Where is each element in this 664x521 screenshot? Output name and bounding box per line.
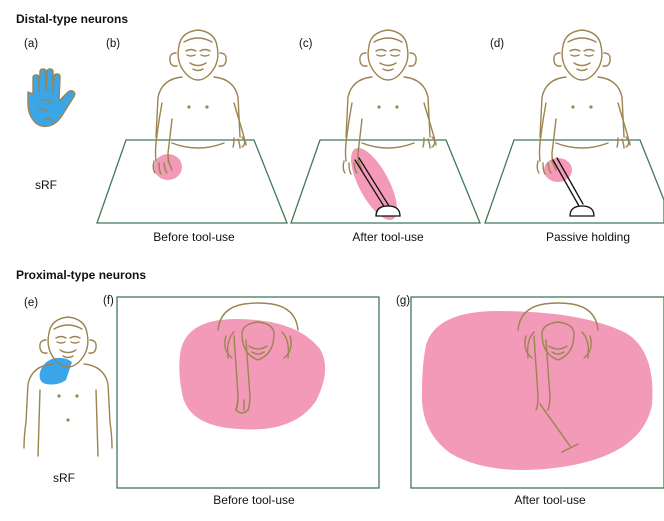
arm-f (233, 335, 251, 414)
panel-e-caption: sRF (53, 471, 75, 485)
table-b (96, 139, 288, 224)
monkey-b (152, 29, 247, 175)
shoulder-receptive-field (39, 357, 72, 385)
panel-d: (d) Passive holding (484, 29, 664, 244)
panel-b-caption: Before tool-use (153, 230, 235, 244)
panel-b: (b) Before tool-use (96, 29, 288, 244)
panel-f: (f) Before tool-use (103, 295, 380, 507)
table-f (116, 296, 380, 489)
panel-g-label: (g) (396, 295, 410, 307)
panel-c-caption: After tool-use (352, 230, 424, 244)
visual-receptive-field-c (351, 147, 397, 221)
panel-d-label: (d) (490, 38, 504, 50)
hand-receptive-field (28, 69, 75, 127)
panel-c-label: (c) (299, 38, 313, 50)
panel-d-caption: Passive holding (546, 230, 630, 244)
table-g (410, 296, 664, 489)
panel-g-caption: After tool-use (514, 493, 586, 507)
arm-g (533, 335, 551, 411)
monkey-d (536, 29, 631, 175)
panel-f-caption: Before tool-use (213, 493, 295, 507)
panel-e-label: (e) (24, 297, 38, 309)
panel-g: (g) After tool-use (396, 295, 664, 507)
panel-a-label: (a) (24, 38, 38, 50)
visual-receptive-field-f (179, 319, 326, 430)
rake-tool-g (539, 403, 579, 453)
table-d (484, 139, 664, 224)
panel-f-label: (f) (103, 295, 114, 307)
panel-c: (c) After tool-use (290, 29, 481, 244)
table-c (290, 139, 481, 224)
proximal-section-title: Proximal-type neurons (16, 268, 146, 282)
rake-tool-c (354, 157, 401, 217)
distal-section-title: Distal-type neurons (16, 12, 128, 26)
panel-a-caption: sRF (35, 178, 57, 192)
panel-e: (e) sRF (23, 297, 113, 485)
panel-b-label: (b) (106, 38, 120, 50)
rake-tool-d (552, 157, 595, 217)
panel-a: (a) sRF (24, 38, 76, 192)
monkey-e (23, 316, 113, 457)
